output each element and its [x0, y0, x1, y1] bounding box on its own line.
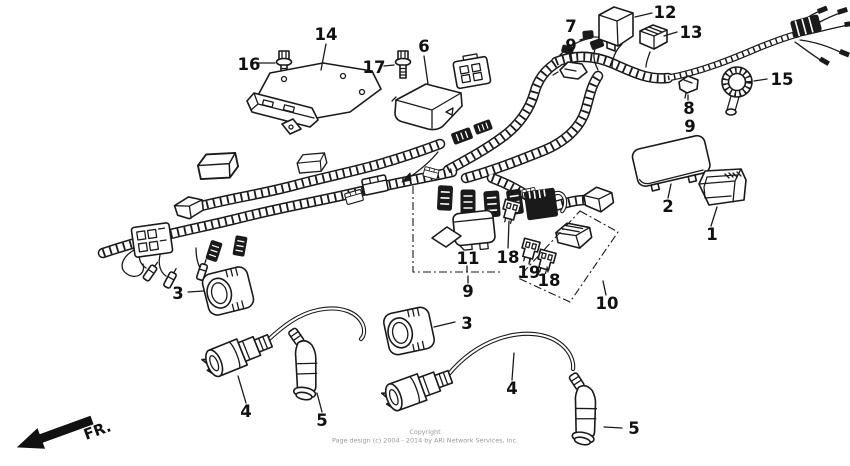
fuse-box-connector — [555, 222, 593, 249]
region-outlines — [412, 186, 619, 303]
part-5-plug-cap-left — [276, 325, 328, 403]
connector — [360, 173, 390, 197]
part-1-case — [698, 168, 747, 206]
callout-18b: 18 — [538, 271, 561, 290]
part-3-grommet-right — [381, 304, 437, 358]
callout-13: 13 — [680, 23, 703, 42]
connector — [205, 239, 223, 263]
tail-connector — [790, 14, 822, 38]
copyright-footer: Copyright Page design (c) 2004 - 2014 by… — [332, 428, 518, 445]
part-4-ignition-coil-right — [378, 331, 576, 415]
part-5-plug-cap-right — [554, 370, 608, 448]
connector — [583, 186, 615, 213]
connector — [232, 234, 248, 258]
harness-branch-wires — [121, 5, 850, 278]
callout-1: 1 — [706, 225, 717, 244]
part-18-fuse-a — [499, 198, 522, 226]
fr-direction-arrow: FR. — [16, 415, 113, 449]
callout-6: 6 — [418, 37, 429, 56]
relay-on-harness — [523, 187, 568, 221]
callout-3a: 3 — [172, 284, 183, 303]
connector — [460, 189, 476, 215]
callout-labels: 16 14 17 6 7 9 12 13 8 9 15 2 1 11 9 18 … — [172, 3, 793, 438]
callout-9b: 9 — [684, 117, 695, 136]
part-11-relay — [431, 209, 496, 251]
callout-11: 11 — [457, 249, 480, 268]
part-12-relay — [598, 6, 634, 52]
connector-4pin — [452, 53, 492, 90]
callout-5a: 5 — [316, 411, 327, 430]
callout-18a: 18 — [497, 248, 520, 267]
connector — [294, 148, 330, 178]
wire-end-terminals — [817, 5, 850, 66]
part-17-bolt — [394, 50, 412, 79]
callout-17: 17 — [363, 58, 386, 77]
part-13-connector — [639, 24, 668, 50]
connector-6pin — [130, 221, 174, 259]
copyright-line1: Copyright — [409, 428, 441, 436]
part-3-grommet-left — [199, 264, 257, 318]
connector — [436, 184, 454, 212]
connector — [195, 147, 241, 185]
callout-9a: 9 — [565, 36, 576, 55]
part-4-ignition-coil-left — [198, 306, 367, 381]
part-2-control-unit — [631, 134, 711, 192]
part-14-bracket — [246, 62, 382, 135]
callout-4a: 4 — [240, 402, 251, 421]
part-9-sheet — [431, 226, 462, 248]
part-8-clip — [678, 75, 699, 99]
harness-connectors — [130, 53, 615, 290]
connector — [173, 196, 205, 220]
connector — [450, 126, 474, 146]
callout-3b: 3 — [461, 314, 472, 333]
callout-9c: 9 — [462, 282, 473, 301]
callout-12: 12 — [654, 3, 677, 22]
callout-14: 14 — [315, 25, 338, 44]
part-15-band — [721, 66, 753, 116]
bullet-terminal — [141, 259, 162, 283]
callout-16: 16 — [238, 55, 261, 74]
callout-7: 7 — [565, 17, 576, 36]
copyright-line2: Page design (c) 2004 - 2014 by ARI Netwo… — [332, 437, 518, 445]
callout-2: 2 — [662, 197, 673, 216]
callout-10: 10 — [596, 294, 619, 313]
region-10-outline — [517, 210, 619, 303]
leader-lines — [187, 12, 768, 429]
part-7-9-clip — [552, 61, 588, 80]
callout-4b: 4 — [506, 379, 517, 398]
callout-19: 19 — [518, 263, 541, 282]
connector — [472, 118, 494, 136]
callout-15: 15 — [771, 70, 794, 89]
callout-5b: 5 — [628, 419, 639, 438]
callout-8: 8 — [683, 99, 694, 118]
part-6-control-unit — [391, 83, 463, 131]
